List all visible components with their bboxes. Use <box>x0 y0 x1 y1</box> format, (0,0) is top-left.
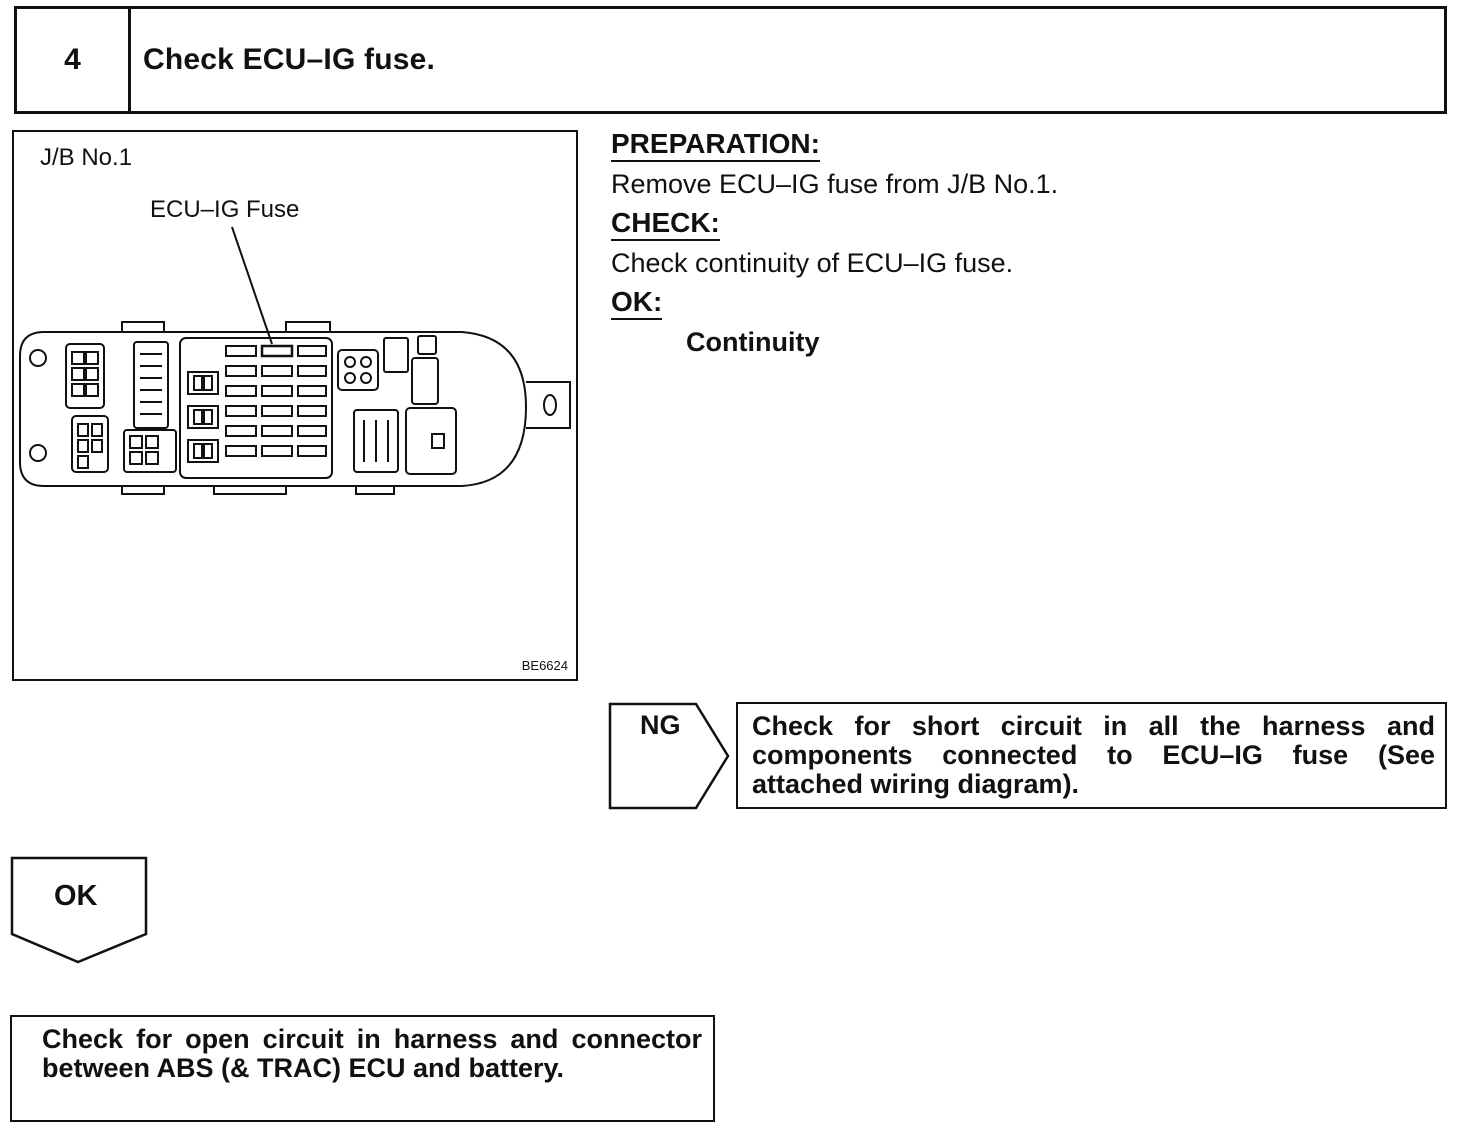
ok-arrow-icon <box>10 856 148 964</box>
ok-heading: OK: <box>611 286 663 320</box>
ok-branch-label: OK <box>54 880 98 912</box>
ng-action-text: Check for short circuit in all the harne… <box>752 711 1435 799</box>
check-text: Check continuity of ECU–IG fuse. <box>611 248 1014 278</box>
junction-block-body <box>19 331 528 487</box>
ng-arrow-icon <box>608 702 730 810</box>
junction-block-illustration: J/B No.1 ECU–IG Fuse BE6624 <box>12 130 578 681</box>
preparation-text: Remove ECU–IG fuse from J/B No.1. <box>611 169 1059 199</box>
preparation-heading: PREPARATION: <box>611 128 820 162</box>
figure-code: BE6624 <box>521 658 568 673</box>
ng-action-box: Check for short circuit in all the harne… <box>736 702 1447 809</box>
callout-leader-line <box>231 226 273 345</box>
junction-block-label: J/B No.1 <box>40 144 133 171</box>
step-number: 4 <box>17 9 131 111</box>
next-step-box: Check for open circuit in harness and co… <box>10 1015 715 1122</box>
step-title: Check ECU–IG fuse. <box>143 43 436 76</box>
junction-block-drawing <box>19 226 571 495</box>
step-header: 4 Check ECU–IG fuse. <box>14 6 1447 114</box>
fuse-callout-label: ECU–IG Fuse <box>150 196 300 223</box>
next-step-text: Check for open circuit in harness and co… <box>42 1024 702 1083</box>
fuse-block <box>179 337 333 479</box>
ecu-ig-fuse <box>260 344 294 358</box>
check-heading: CHECK: <box>611 207 720 241</box>
ng-label: NG <box>640 710 681 740</box>
ok-criteria-text: Continuity <box>686 327 820 357</box>
